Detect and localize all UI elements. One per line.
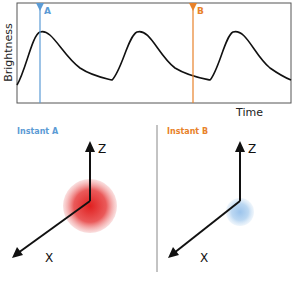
marker-line [192,3,193,103]
axis-title: Time [236,107,263,118]
marker-label: A [44,7,51,16]
marker-label: B [197,7,204,16]
marker-line [39,3,40,103]
marker-head [189,3,197,11]
axis-title: Brightness [3,23,14,82]
arrow-head [12,247,23,258]
axis-letter: Z [248,143,256,155]
axis-letter: Z [98,143,106,155]
axis-line [18,201,90,253]
axis-line [174,201,240,253]
axis-line [89,150,91,201]
axis-letter: X [45,252,53,264]
brightness-curve [17,32,291,85]
arrow-head [235,141,245,152]
marker-head [36,3,44,11]
arrow-head [168,247,179,258]
plot-frame [17,3,291,103]
axis-letter: X [200,252,208,264]
axis-line [239,150,241,201]
panel-divider [157,125,158,272]
panel-title: Instant A [17,128,58,136]
panel-title: Instant B [167,128,208,136]
arrow-head [85,141,95,152]
